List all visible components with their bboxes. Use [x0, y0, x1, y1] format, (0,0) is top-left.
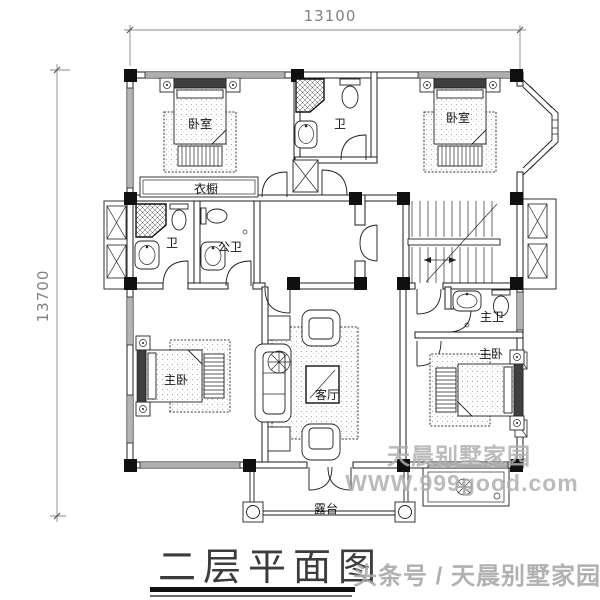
bath-north-fixtures — [294, 78, 361, 149]
room-label-bath-west: 卫 — [166, 236, 178, 250]
staircase — [407, 201, 501, 283]
door-hall-south — [416, 288, 442, 315]
room-label-bath-public: 公卫 — [218, 240, 242, 254]
plant-symbol — [455, 478, 473, 496]
door-bedroom-sw — [264, 287, 291, 314]
sink-symbol — [200, 241, 226, 271]
dimension-width-value: 13100 — [304, 7, 357, 25]
structural-columns — [124, 69, 523, 472]
dimension-depth-value: 13700 — [34, 270, 52, 323]
stair-handrail — [407, 238, 501, 246]
shower-symbol — [135, 203, 167, 238]
room-labels: 卧室 卫 卧室 衣橱 卫 公卫 主卫 主卧 客厅 主卧 露台 — [164, 110, 504, 516]
coffee-table-symbol — [305, 365, 340, 404]
sink-symbol — [452, 290, 482, 312]
room-label-bath-north: 卫 — [334, 117, 346, 131]
window-top-left — [144, 71, 286, 79]
side-table — [267, 315, 291, 341]
door-bath-west — [162, 260, 189, 287]
watermarks: 天晨别墅家园 WWW.999good.com 头条号 / 天晨别墅家园 — [345, 443, 600, 590]
bed-bedroom-ne — [419, 77, 501, 173]
sink-symbol — [294, 120, 318, 149]
duct-shaft — [292, 159, 319, 193]
room-label-master-se: 主卧 — [479, 347, 503, 361]
corner-bay-window — [522, 79, 559, 176]
window-left-upper — [126, 87, 134, 189]
door-bedroom-nw — [261, 171, 288, 198]
window-left-lower — [126, 394, 134, 444]
dimension-left: 13700 — [34, 64, 70, 522]
plant-symbol — [267, 350, 291, 374]
drawing-title: 二层平面图 — [158, 545, 383, 589]
toilet-symbol — [491, 289, 511, 317]
watermark-brand: 天晨别墅家园 — [387, 443, 531, 469]
door-bath-north — [340, 134, 367, 161]
right-window-bay — [522, 198, 557, 290]
toilet-symbol — [339, 78, 361, 109]
room-label-living-room: 客厅 — [315, 387, 339, 402]
window-top-right — [417, 71, 515, 79]
door-hall-vestibule — [321, 169, 348, 196]
room-label-bedroom-ne: 卧室 — [446, 110, 470, 125]
side-table — [267, 426, 291, 452]
armchair-bottom-symbol — [301, 423, 341, 461]
shower-symbol — [295, 78, 325, 113]
doors — [162, 134, 472, 491]
door-terrace-left — [308, 466, 333, 491]
door-master-bath — [447, 308, 472, 333]
toilet-symbol — [200, 207, 228, 225]
master-bath-fixtures — [452, 289, 511, 328]
window-bottom-right — [427, 461, 509, 469]
window-left-mid — [126, 296, 134, 346]
toilet-symbol — [169, 203, 189, 231]
stair-break-line — [425, 203, 498, 283]
room-label-terrace: 露台 — [314, 501, 338, 516]
bath-west-fixtures — [134, 203, 189, 270]
bath-public-fixtures — [200, 207, 248, 271]
watermark-footer: 头条号 / 天晨别墅家园 — [353, 562, 600, 590]
title-block: 二层平面图 — [150, 545, 383, 597]
terrace-structure — [242, 470, 416, 523]
title-underline-thick — [150, 587, 355, 592]
bed-master-se — [429, 349, 525, 431]
room-label-wardrobe: 衣橱 — [194, 181, 218, 196]
window-bottom-left — [139, 461, 241, 469]
living-room-set — [254, 309, 359, 461]
sink-symbol — [134, 240, 160, 270]
armchair-top-symbol — [301, 309, 341, 347]
room-label-master-sw: 主卧 — [164, 373, 188, 387]
room-label-bedroom-nw: 卧室 — [188, 116, 212, 131]
watermark-url: WWW.999good.com — [345, 470, 579, 496]
room-label-master-bath: 主卫 — [480, 310, 504, 324]
dimension-top: 13100 — [124, 7, 526, 70]
sofa-symbol — [254, 343, 292, 423]
door-bath-public — [225, 260, 252, 287]
left-window-bay — [103, 200, 130, 290]
wardrobe-unit — [139, 176, 259, 198]
door-terrace-right — [327, 466, 352, 491]
door-stair-hall — [359, 224, 378, 262]
window-right-masterbath — [516, 291, 524, 331]
